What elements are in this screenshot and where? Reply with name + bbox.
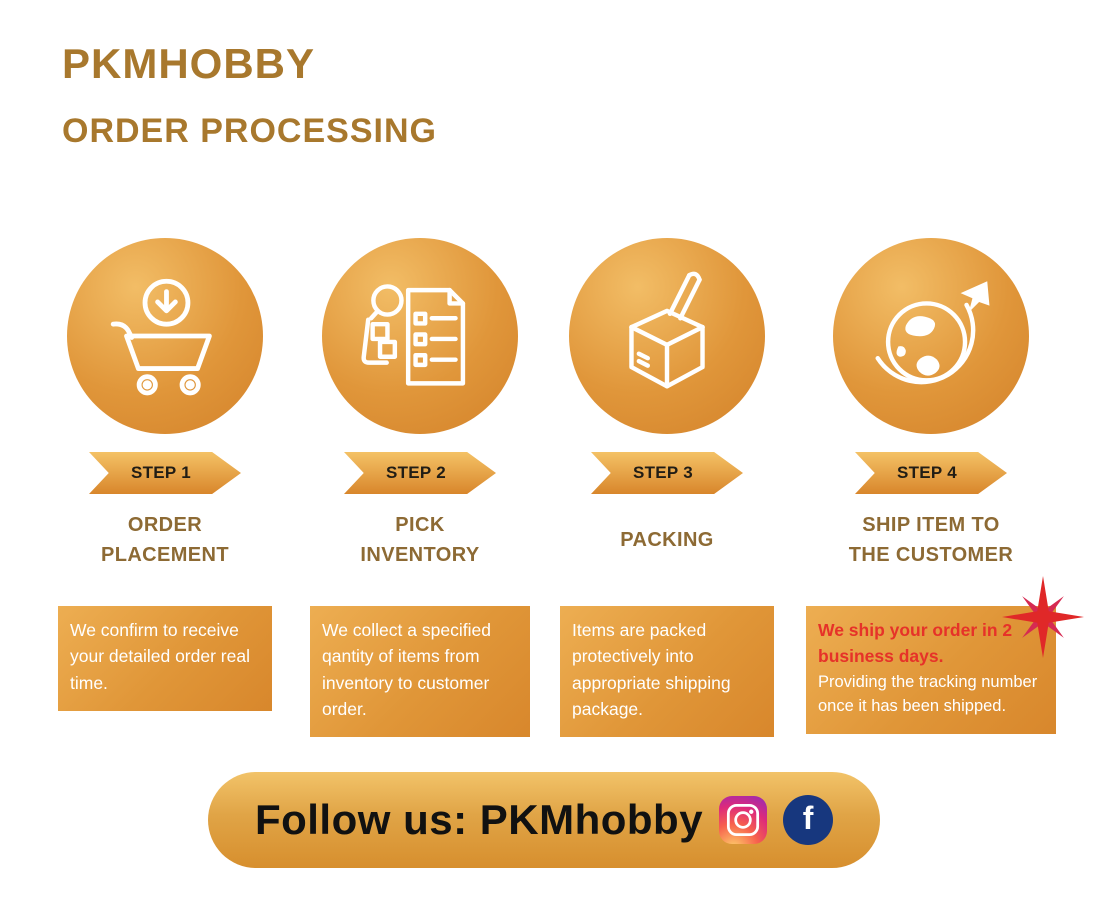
- step-icon-circle: [322, 238, 518, 434]
- step-description: We confirm to receive your detailed orde…: [58, 606, 272, 711]
- instagram-icon[interactable]: [719, 796, 768, 844]
- globe-plane-icon: [875, 281, 990, 385]
- step-title: PICK INVENTORY: [360, 514, 480, 566]
- follow-banner: Follow us: PKMhobby f: [208, 772, 880, 868]
- step-title: PACKING: [620, 529, 714, 551]
- step-column-4: STEP 4 SHIP ITEM TO THE CUSTOMER We ship…: [806, 238, 1084, 734]
- step-description: Items are packed protectively into appro…: [560, 606, 774, 737]
- cart-download-icon: [110, 278, 212, 396]
- step-icon-circle: [569, 238, 765, 434]
- step-icon-circle: [833, 238, 1029, 434]
- step-title: SHIP ITEM TO THE CUSTOMER: [848, 514, 1014, 566]
- step-icon-circle: [67, 238, 263, 434]
- facebook-icon[interactable]: f: [783, 795, 834, 845]
- facebook-letter: f: [802, 799, 814, 836]
- step-description: We collect a specified qantity of items …: [310, 606, 530, 737]
- shipping-highlight-text: We ship your order in 2 business days.: [818, 620, 1013, 667]
- step-badge: STEP 4: [855, 452, 1007, 494]
- follow-label: Follow us: PKMhobby: [254, 796, 704, 843]
- page-title: ORDER PROCESSING: [62, 112, 437, 150]
- packing-box-icon: [629, 271, 705, 389]
- step-description: We ship your order in 2 business days. P…: [806, 576, 1084, 734]
- step-column-3: STEP 3 PACKING Items are packed protecti…: [560, 238, 774, 737]
- step-badge: STEP 1: [89, 452, 241, 494]
- step-badge: STEP 3: [591, 452, 743, 494]
- tracking-note-text: Providing the tracking number once it ha…: [818, 672, 1038, 716]
- pick-inventory-icon: [361, 284, 466, 386]
- brand-title: PKMHOBBY: [62, 40, 316, 87]
- step-column-2: STEP 2 PICK INVENTORY We collect a speci…: [310, 238, 530, 737]
- step-column-1: STEP 1 ORDER PLACEMENT We confirm to rec…: [58, 238, 272, 711]
- step-badge: STEP 2: [344, 452, 496, 494]
- step-title: ORDER PLACEMENT: [100, 514, 230, 566]
